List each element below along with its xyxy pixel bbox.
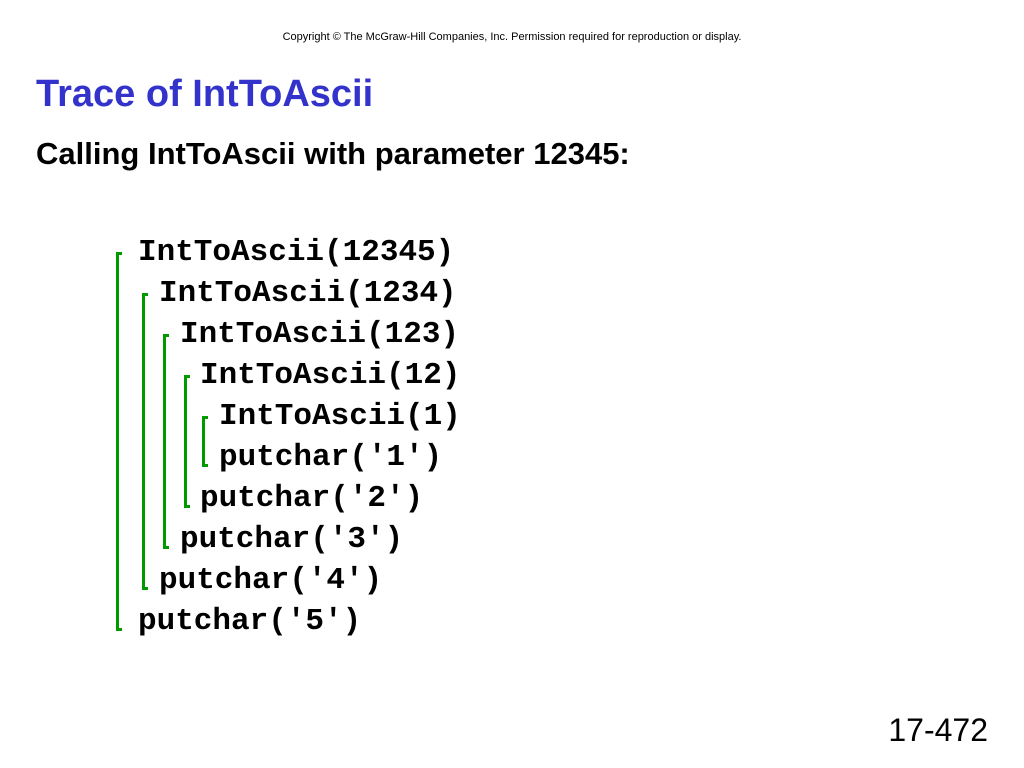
call-bracket-level-2 — [142, 293, 148, 590]
trace-line: IntToAscii(1234) — [159, 276, 457, 311]
call-bracket-level-1 — [116, 252, 122, 631]
trace-line: IntToAscii(12) — [200, 358, 461, 393]
slide-subtitle: Calling IntToAscii with parameter 12345: — [36, 136, 630, 171]
call-bracket-level-5 — [202, 416, 208, 467]
trace-line: IntToAscii(1) — [219, 399, 461, 434]
slide-number: 17-472 — [888, 712, 988, 748]
trace-line: IntToAscii(123) — [180, 317, 460, 352]
copyright-notice: Copyright © The McGraw-Hill Companies, I… — [282, 31, 742, 43]
trace-line: putchar('3') — [180, 522, 404, 557]
trace-line: IntToAscii(12345) — [138, 235, 455, 270]
trace-line: putchar('1') — [219, 440, 443, 475]
trace-line: putchar('4') — [159, 563, 383, 598]
trace-line: putchar('5') — [138, 604, 362, 639]
call-bracket-level-3 — [163, 334, 169, 549]
call-bracket-level-4 — [184, 375, 190, 508]
slide-title: Trace of IntToAscii — [36, 73, 374, 115]
trace-line: putchar('2') — [200, 481, 424, 516]
